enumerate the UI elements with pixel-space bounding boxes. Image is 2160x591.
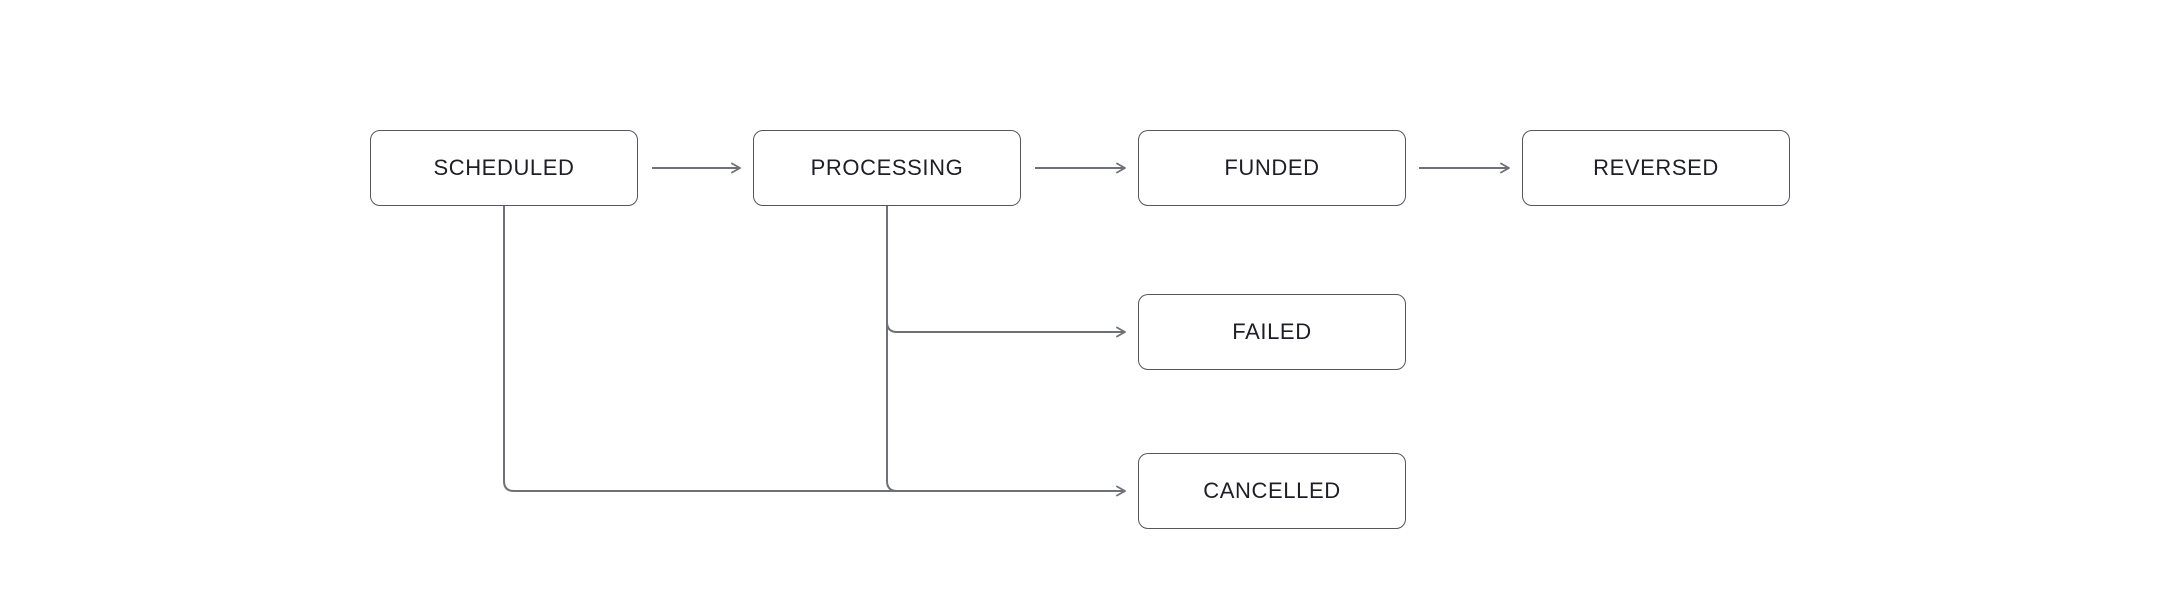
node-cancelled: CANCELLED [1138, 453, 1406, 529]
node-processing: PROCESSING [753, 130, 1021, 206]
node-reversed: REVERSED [1522, 130, 1790, 206]
edge-processing-trunk [886, 206, 898, 492]
node-failed: FAILED [1138, 294, 1406, 370]
node-scheduled: SCHEDULED [370, 130, 638, 206]
node-processing-label: PROCESSING [810, 155, 964, 180]
node-failed-label: FAILED [1232, 319, 1312, 344]
node-funded: FUNDED [1138, 130, 1406, 206]
node-reversed-label: REVERSED [1593, 155, 1719, 180]
node-funded-label: FUNDED [1224, 155, 1320, 180]
node-cancelled-label: CANCELLED [1203, 478, 1341, 503]
edge-processing-failed [886, 321, 1126, 338]
edge-scheduled-cancelled [503, 206, 1126, 497]
node-scheduled-label: SCHEDULED [433, 155, 575, 180]
